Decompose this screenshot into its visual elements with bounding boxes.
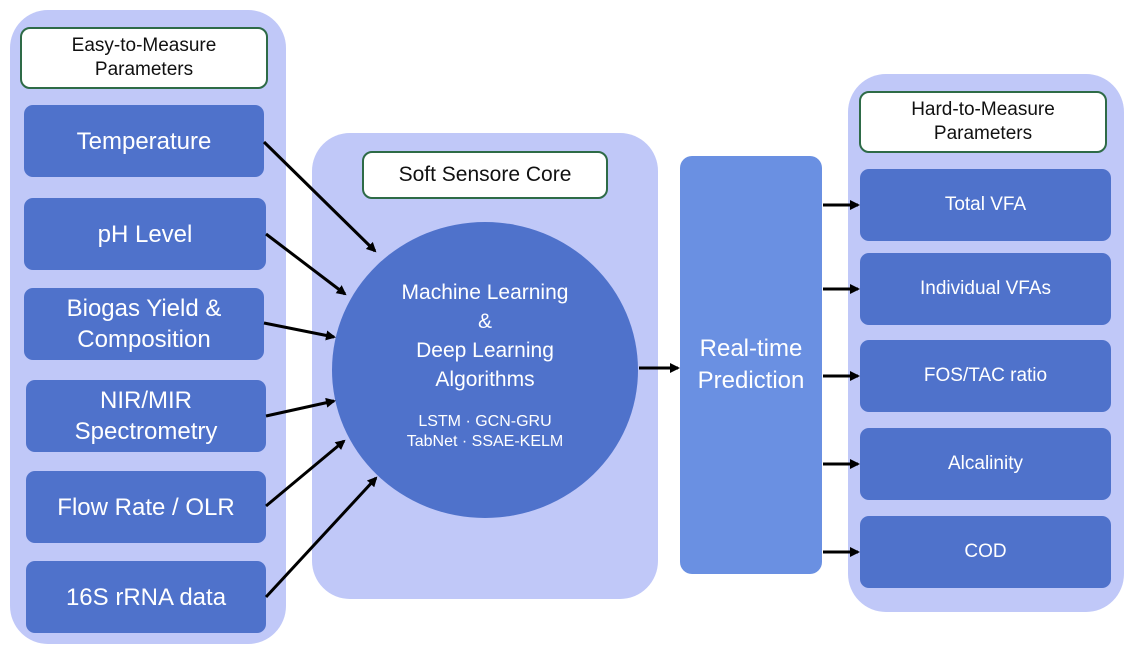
output-total-vfa: Total VFA [860, 169, 1111, 241]
input-panel-title: Easy-to-Measure Parameters [20, 27, 268, 89]
input-ph-level: pH Level [24, 198, 266, 270]
input-flow-rate: Flow Rate / OLR [26, 471, 266, 543]
input-temperature: Temperature [24, 105, 264, 177]
input-biogas-yield: Biogas Yield & Composition [24, 288, 264, 360]
algorithm-list: LSTM · GCN-GRU TabNet · SSAE-KELM [406, 413, 564, 450]
core-panel-title: Soft Sensore Core [362, 151, 608, 199]
input-nir-mir-spectrometry: NIR/MIR Spectrometry [26, 380, 266, 452]
algorithms-circle: Machine Learning & Deep Learning Algorit… [332, 222, 638, 518]
realtime-prediction-box: Real-time Prediction [680, 156, 822, 574]
algorithms-label: Machine Learning & Deep Learning Algorit… [401, 281, 569, 391]
input-16s-rrna: 16S rRNA data [26, 561, 266, 633]
output-alcalinity: Alcalinity [860, 428, 1111, 500]
output-fos-tac-ratio: FOS/TAC ratio [860, 340, 1111, 412]
output-individual-vfas: Individual VFAs [860, 253, 1111, 325]
output-panel-title: Hard-to-Measure Parameters [859, 91, 1107, 153]
output-cod: COD [860, 516, 1111, 588]
